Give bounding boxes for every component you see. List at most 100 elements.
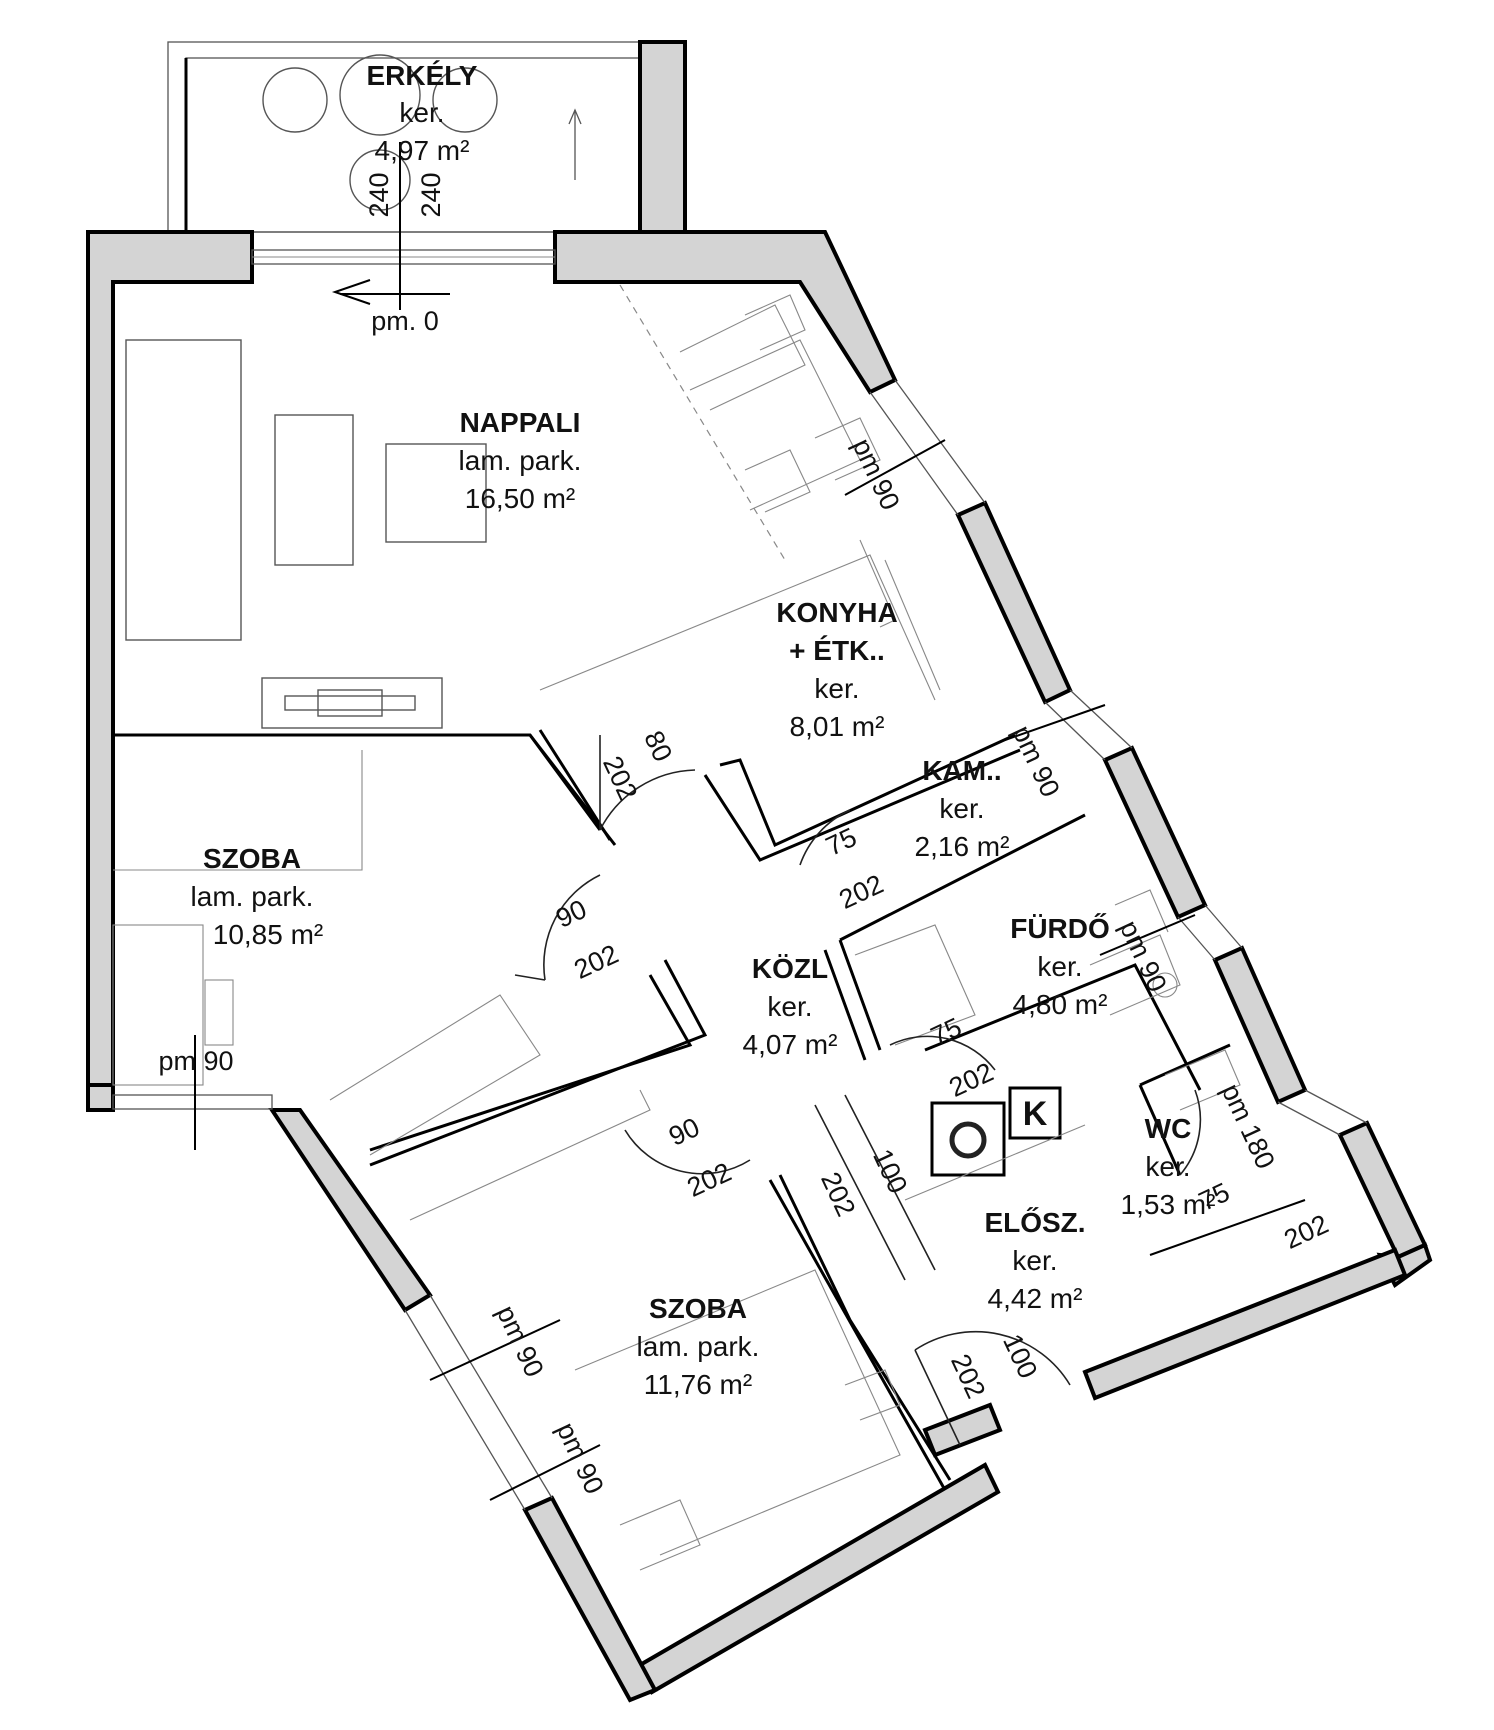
- boiler-flue-icon: [949, 1121, 987, 1159]
- dining-chair-icon: [744, 449, 811, 513]
- room-floor-nappali: lam. park.: [459, 445, 582, 476]
- bathtub-icon: [854, 924, 976, 1046]
- room-name-szoba1: SZOBA: [203, 843, 301, 874]
- szoba1-window-sill: pm 90: [158, 1046, 233, 1076]
- wall-top-right: [553, 230, 898, 395]
- szoba2-window-sill-b: pm 90: [551, 1418, 610, 1499]
- room-area-elosz: 4,42 m²: [988, 1283, 1083, 1314]
- balcony-sill-height: pm. 0: [371, 306, 439, 336]
- wall-szoba2-right: [778, 1174, 952, 1481]
- wardrobe-icon: [409, 1089, 651, 1221]
- windows: [112, 249, 1368, 1511]
- balcony-door-height-2: 240: [416, 172, 446, 217]
- wardrobe-icon: [113, 750, 363, 871]
- szoba1-door-leaf: [514, 974, 546, 981]
- entry-door-width: 100: [997, 1329, 1043, 1383]
- wc-window-outer: [1304, 1089, 1368, 1124]
- kamra-window-outer: [1069, 689, 1133, 749]
- opening-arrow-icon: [331, 279, 371, 305]
- tv-stand-icon: [261, 677, 443, 729]
- room-name-erkely: ERKÉLY: [366, 60, 477, 91]
- kamra-door-swing: [799, 809, 851, 866]
- wall-furdo-left-2: [823, 949, 867, 1061]
- room-name-kozl: KÖZL: [752, 953, 828, 984]
- chimney-box: [1008, 1086, 1062, 1140]
- kamra-window: [1044, 701, 1106, 761]
- szoba1-window: [112, 1094, 273, 1110]
- towel-rail-icon: [1114, 889, 1169, 933]
- dining-chair-icon: [814, 417, 881, 481]
- wall-ne-2: [1102, 745, 1208, 920]
- kamra-door-height: 202: [834, 869, 888, 915]
- room-name-furdo: FÜRDŐ: [1010, 913, 1110, 944]
- balcony-chair-icon: [262, 67, 328, 133]
- kitchen-window-outer: [894, 379, 986, 504]
- washbasin-icon: [1089, 934, 1181, 1016]
- room-area-wc: 1,53 m²: [1121, 1189, 1216, 1220]
- nightstand-icon: [844, 1369, 901, 1421]
- room-name-elosz: ELŐSZ.: [984, 1207, 1085, 1238]
- szoba2-window: [404, 1309, 526, 1511]
- room-floor-wc: ker.: [1145, 1151, 1190, 1182]
- szoba1-door-height: 202: [569, 939, 623, 985]
- szoba2-window-marker-b: [489, 1444, 601, 1501]
- room-name2-konyha: + ÉTK..: [789, 635, 885, 666]
- dining-chair-icon: [744, 294, 806, 351]
- furdo-window: [1177, 916, 1216, 961]
- wc-window-marker: [1149, 1199, 1306, 1256]
- room-floor-elosz: ker.: [1012, 1245, 1057, 1276]
- bed-icon: [112, 924, 204, 1086]
- kamra-door-width: 75: [821, 822, 861, 862]
- room-floor-kamra: ker.: [939, 793, 984, 824]
- room-name-nappali: NAPPALI: [460, 407, 581, 438]
- wall-szoba2-top: [369, 959, 708, 1167]
- boiler-icon: [930, 1101, 1006, 1177]
- room-floor-szoba2: lam. park.: [637, 1331, 760, 1362]
- furdo-window-marker: [1099, 914, 1196, 956]
- dining-table-icon: [689, 339, 861, 511]
- wall-south: [637, 1462, 1001, 1695]
- entry-recess: [904, 1124, 1086, 1201]
- kozl-door-leaf: [844, 1094, 936, 1271]
- wall-left-bottom: [86, 1083, 115, 1112]
- wc-door-height: 202: [1279, 1209, 1333, 1255]
- kitchen-window: [869, 391, 959, 516]
- chimney-letter: K: [1023, 1095, 1048, 1133]
- room-floor-szoba1: lam. park.: [191, 881, 314, 912]
- toilet-icon: [1164, 1049, 1241, 1111]
- wall-szoba2-right-2: [768, 1179, 947, 1491]
- kitchen-sink-icon: [859, 539, 896, 628]
- room-floor-kozl: ker.: [767, 991, 812, 1022]
- wall-se: [1082, 1247, 1408, 1401]
- nightstand-icon: [204, 979, 234, 1046]
- furniture: K: [112, 284, 1241, 1571]
- furdo-window-outer: [1204, 904, 1243, 949]
- kitchen-door-width: 80: [638, 726, 678, 766]
- armchair-icon: [385, 443, 487, 543]
- szoba1-door-width: 90: [551, 894, 591, 934]
- szoba2-door-width: 90: [664, 1112, 704, 1152]
- wall-kamra-top: [719, 733, 1016, 848]
- room-labels: ERKÉLY ker. 4,97 m² NAPPALI lam. park. 1…: [191, 60, 1216, 1400]
- wall-se-small: [922, 1402, 1003, 1458]
- interior-walls: [113, 729, 1231, 1491]
- dining-chair-icon: [679, 304, 806, 411]
- wall-sw-2: [522, 1495, 658, 1703]
- room-name-konyha: KONYHA: [776, 597, 897, 628]
- coffee-table-icon: [274, 414, 354, 566]
- balcony-chair-icon: [432, 67, 498, 133]
- szoba2-window-outer: [429, 1294, 553, 1499]
- kitchen-door-height: 202: [597, 751, 643, 805]
- kitchen-window-marker: [844, 439, 946, 496]
- tv-icon: [284, 695, 416, 711]
- szoba1-door-swing: [543, 874, 601, 981]
- room-area-kozl: 4,07 m²: [743, 1029, 838, 1060]
- wc-window: [1277, 1101, 1341, 1136]
- sofa-icon: [125, 339, 242, 641]
- entry-door-swing: [914, 1330, 1071, 1386]
- room-area-konyha: 8,01 m²: [790, 711, 885, 742]
- wall-wc-top: [1139, 1043, 1231, 1087]
- room-name-szoba2: SZOBA: [649, 1293, 747, 1324]
- bed-icon: [574, 1269, 901, 1556]
- wall-ne-4: [1337, 1120, 1428, 1260]
